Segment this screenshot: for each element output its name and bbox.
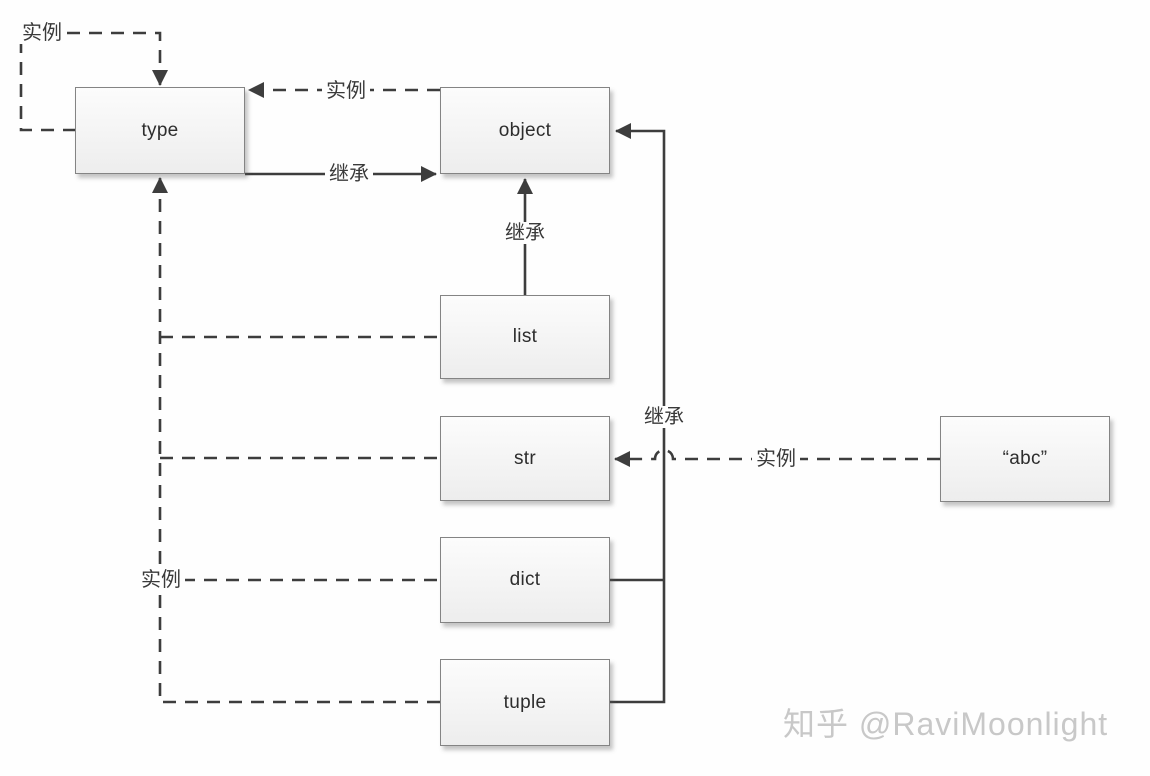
edge-type-self-instance-line [19,31,168,132]
edge-label-abc-to-str-instance: 实例 [752,448,800,470]
edge-label-type-to-object-inherit: 继承 [325,163,373,185]
edge-label-builtins-to-type-instance: 实例 [137,569,185,591]
node-str: str [440,416,610,501]
node-type: type [75,87,245,174]
node-abc-string-label: “abc” [1002,448,1048,469]
node-dict-label: dict [509,569,541,590]
edge-label-object-to-type-instance: 实例 [322,80,370,102]
edge-builtins-to-type-instance-trunk-line [152,177,440,704]
edge-label-dict-tuple-to-object-inherit: 继承 [640,406,688,428]
edge-abc-to-str-instance-line [614,448,940,467]
edge-label-type-self-instance: 实例 [18,22,66,44]
edge-label-list-to-object-inherit: 继承 [501,222,549,244]
node-tuple-label: tuple [503,691,547,713]
node-list: list [440,295,610,379]
node-object-label: object [498,119,552,141]
zhihu-watermark: 知乎 @RaviMoonlight [783,706,1109,742]
node-str-label: str [513,447,536,469]
node-dict: dict [440,537,610,623]
node-abc-string: “abc” [940,416,1110,502]
node-list-label: list [512,326,538,347]
node-tuple: tuple [440,659,610,746]
node-type-label: type [141,119,179,141]
node-object: object [440,87,610,174]
